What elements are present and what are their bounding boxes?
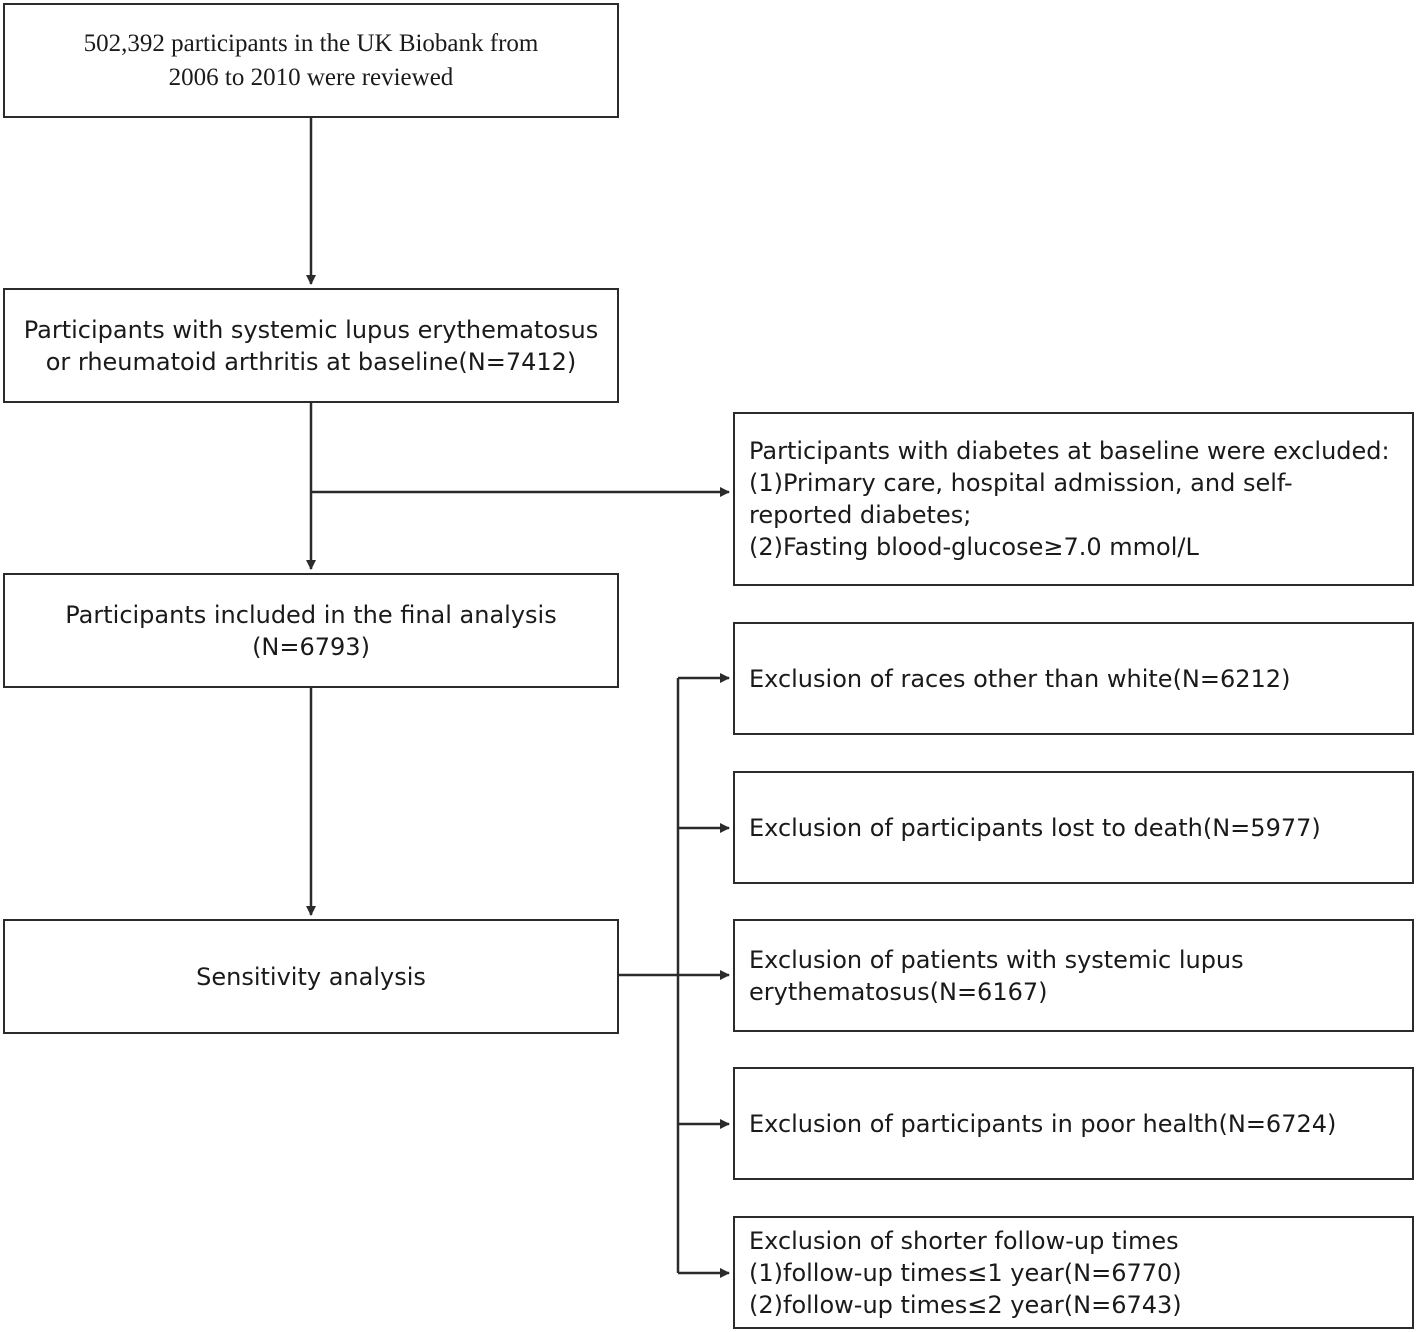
node-sens-5: Exclusion of shorter follow-up times (1)… [733, 1216, 1414, 1329]
node-final: Participants included in the final analy… [3, 573, 619, 688]
node-excluded-diabetes-line-1: Participants with diabetes at baseline w… [749, 437, 1390, 465]
node-reviewed-line-1: 502,392 participants in the UK Biobank f… [83, 29, 539, 57]
node-sensitivity-line-1: Sensitivity analysis [196, 962, 426, 991]
node-sens-2-line-1: Exclusion of participants lost to death(… [749, 813, 1321, 842]
node-final-line-2: (N=6793) [252, 632, 370, 661]
node-baseline-line-1: Participants with systemic lupus erythem… [23, 315, 599, 344]
node-excluded-diabetes: Participants with diabetes at baseline w… [733, 412, 1414, 586]
node-sens-5-line-3: (2)follow-up times≤2 year(N=6743) [749, 1290, 1182, 1319]
node-baseline-line-2: or rheumatoid arthritis at baseline(N=74… [45, 347, 577, 376]
node-reviewed: 502,392 participants in the UK Biobank f… [3, 3, 619, 118]
node-reviewed-line-2: 2006 to 2010 were reviewed [168, 63, 454, 91]
node-sens-2: Exclusion of participants lost to death(… [733, 771, 1414, 884]
node-excluded-diabetes-line-3: reported diabetes; [749, 501, 972, 529]
node-sens-3-line-1: Exclusion of patients with systemic lupu… [749, 945, 1244, 974]
node-sens-4-line-1: Exclusion of participants in poor health… [749, 1109, 1337, 1138]
node-sensitivity: Sensitivity analysis [3, 919, 619, 1034]
node-final-line-1: Participants included in the final analy… [65, 600, 557, 629]
node-sens-5-line-2: (1)follow-up times≤1 year(N=6770) [749, 1258, 1182, 1287]
node-excluded-diabetes-line-4: (2)Fasting blood-glucose≥7.0 mmol/L [749, 533, 1199, 561]
node-excluded-diabetes-line-2: (1)Primary care, hospital admission, and… [749, 469, 1293, 497]
node-baseline: Participants with systemic lupus erythem… [3, 288, 619, 403]
node-sens-1: Exclusion of races other than white(N=62… [733, 622, 1414, 735]
node-sens-3: Exclusion of patients with systemic lupu… [733, 919, 1414, 1032]
node-sens-4: Exclusion of participants in poor health… [733, 1067, 1414, 1180]
node-sens-3-line-2: erythematosus(N=6167) [749, 977, 1048, 1006]
node-sens-5-line-1: Exclusion of shorter follow-up times [749, 1226, 1179, 1255]
node-sens-1-line-1: Exclusion of races other than white(N=62… [749, 664, 1291, 693]
